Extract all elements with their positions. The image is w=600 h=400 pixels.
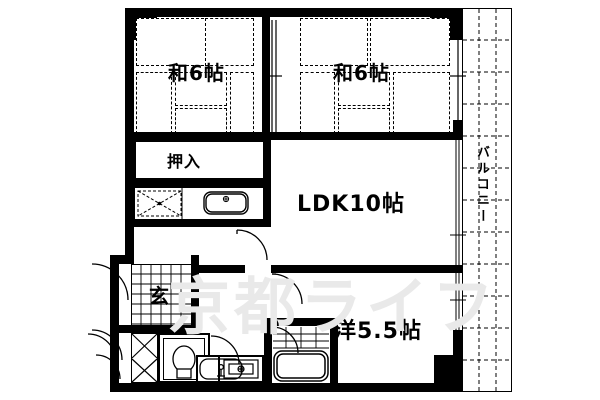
wall-genkan-bottom bbox=[110, 325, 199, 333]
closet-upper-right-b bbox=[370, 18, 450, 66]
room-label-washitsu-left: 和6帖 bbox=[168, 61, 225, 85]
exterior-wall-top bbox=[125, 8, 462, 17]
wall-below-washitsu bbox=[125, 132, 462, 140]
wall-ldk-left-lower bbox=[180, 265, 245, 273]
tatami-left-1 bbox=[136, 72, 172, 134]
kitchen-counter bbox=[134, 187, 264, 220]
tatami-left-3 bbox=[175, 108, 227, 134]
oshiire-closet bbox=[134, 140, 270, 180]
washer-area bbox=[218, 355, 264, 383]
exterior-wall-left-lower bbox=[110, 255, 119, 392]
tatami-left-2 bbox=[175, 72, 227, 106]
balcony-label: バルコニー bbox=[474, 145, 489, 225]
tatami-right-1 bbox=[300, 72, 335, 134]
wall-bath-top bbox=[264, 318, 338, 326]
wall-below-oshiire bbox=[125, 180, 271, 187]
exterior-wall-left-jog bbox=[110, 255, 134, 264]
wall-ldk-yoshitsu bbox=[271, 265, 462, 273]
wall-right-of-oshiire bbox=[263, 140, 271, 182]
exterior-wall-right-mid bbox=[453, 120, 462, 140]
folding-door-panel[interactable] bbox=[131, 333, 158, 383]
tatami-left-4 bbox=[230, 72, 254, 134]
partition-wall-between-washitsu bbox=[262, 8, 270, 138]
room-label-ldk: LDK10帖 bbox=[297, 192, 405, 217]
genkan-label: 玄 bbox=[146, 279, 173, 310]
wall-bath-left bbox=[264, 318, 272, 384]
wall-bath-right bbox=[330, 318, 338, 384]
corner-block-bottomright bbox=[434, 355, 462, 383]
room-label-yoshitsu: 洋5.5帖 bbox=[334, 319, 422, 344]
tatami-right-4 bbox=[393, 72, 450, 134]
wall-kitchen-bottom bbox=[125, 220, 271, 227]
bathtub-icon bbox=[273, 350, 329, 382]
exterior-wall-bottom bbox=[110, 383, 462, 392]
tatami-right-3 bbox=[338, 108, 390, 134]
closet-upper-left-b bbox=[205, 18, 254, 66]
wall-hallway-right bbox=[263, 187, 271, 227]
room-label-washitsu-right: 和6帖 bbox=[333, 61, 390, 85]
closet-label-oshiire: 押入 bbox=[167, 152, 202, 171]
wall-genkan-right bbox=[191, 255, 199, 333]
closet-upper-right bbox=[300, 18, 368, 66]
tatami-right-2 bbox=[338, 72, 390, 106]
